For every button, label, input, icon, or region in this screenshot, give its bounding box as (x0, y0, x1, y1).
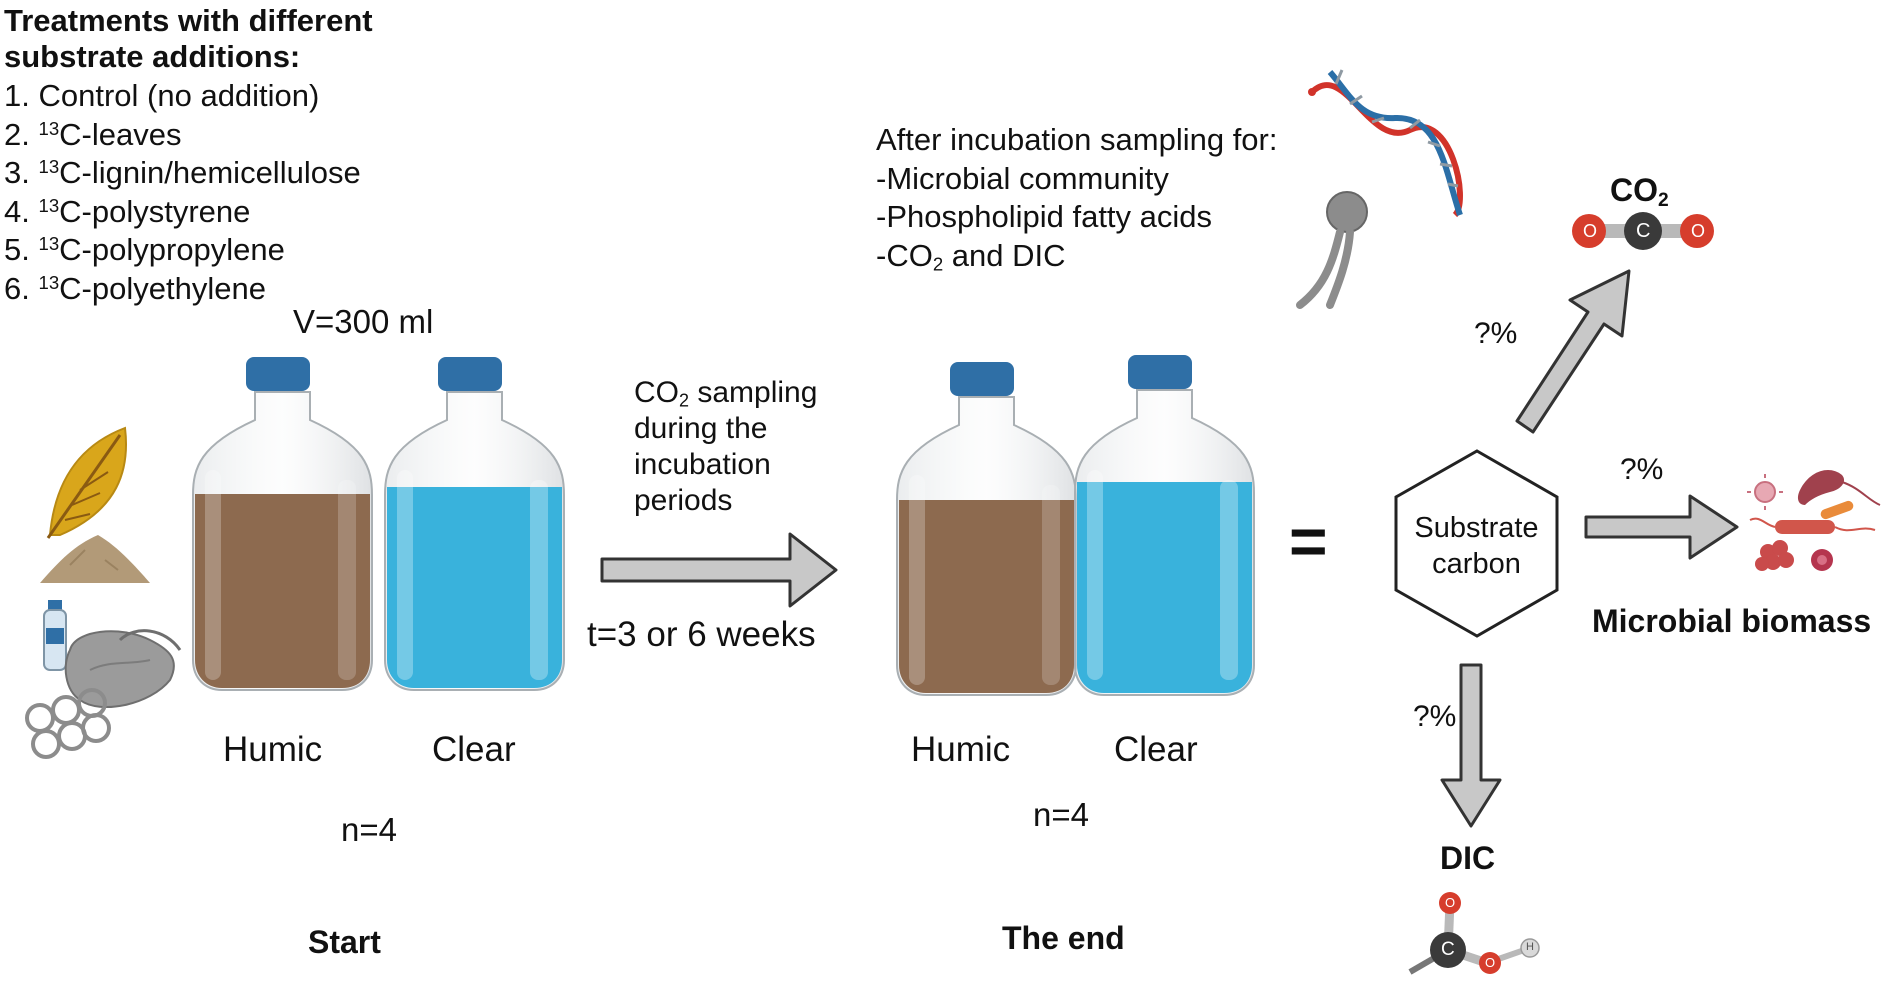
leaf-icon (46, 426, 127, 539)
volume-label: V=300 ml (293, 303, 434, 340)
co2-atom-c: C (1636, 220, 1651, 242)
co2-label: CO2 (1610, 172, 1669, 211)
co2-atom-o-right: O (1691, 221, 1706, 241)
end-n-label: n=4 (1033, 796, 1089, 833)
end-humic-label: Humic (911, 730, 1011, 769)
plastic-bag-icon (64, 629, 182, 708)
microbes-icon (1747, 470, 1881, 571)
start-humic-bottle (192, 357, 373, 691)
dic-atom-o-right: O (1485, 955, 1496, 970)
treatment-item: 6. 13C-polyethylene (4, 270, 266, 306)
biomass-arrow (1584, 494, 1739, 560)
sampling-text: After incubation sampling for: -Microbia… (876, 122, 1278, 275)
treatments-title-text: Treatments with different substrate addi… (4, 3, 373, 74)
co2-arrow (1515, 269, 1631, 434)
co2-molecule-icon (1572, 212, 1714, 250)
dic-arrow (1440, 663, 1502, 828)
dic-atom-h: H (1526, 941, 1534, 953)
substrate-carbon-label: Substrate carbon (1414, 512, 1539, 580)
treatment-list: 1. Control (no addition) 2. 13C-leaves 3… (4, 77, 361, 308)
dic-percent-label: ?% (1413, 700, 1457, 733)
incubation-time-label: t=3 or 6 weeks (587, 615, 816, 654)
co2-sampling-text: CO2 sampling during the incubation perio… (634, 376, 818, 517)
incubation-arrow (600, 532, 838, 608)
end-clear-label: Clear (1114, 730, 1198, 769)
start-humic-label: Humic (223, 730, 323, 769)
dic-molecule-icon (1408, 892, 1540, 975)
dic-label: DIC (1440, 840, 1496, 876)
treatment-item: 4. 13C-polystyrene (4, 193, 251, 229)
substrate-carbon-hexagon (1394, 449, 1559, 638)
biomass-percent-label: ?% (1620, 453, 1664, 486)
powder-pile-icon (40, 535, 150, 583)
plastic-bottle-icon (43, 600, 67, 671)
treatment-item: 5. 13C-polypropylene (4, 232, 285, 267)
dna-icon (1308, 69, 1463, 218)
end-humic-bottle (896, 362, 1077, 696)
start-clear-label: Clear (432, 730, 516, 769)
start-clear-bottle (384, 357, 565, 691)
dic-atom-c: C (1441, 939, 1455, 960)
treatment-item: 1. Control (no addition) (4, 78, 320, 113)
end-clear-bottle (1074, 355, 1255, 696)
start-label: Start (308, 924, 381, 960)
microbial-biomass-label: Microbial biomass (1592, 603, 1872, 639)
co2-percent-label: ?% (1474, 317, 1518, 350)
treatment-item: 3. 13C-lignin/hemicellulose (4, 155, 361, 190)
start-n-label: n=4 (341, 811, 397, 848)
co2-atom-o-left: O (1583, 221, 1598, 241)
six-pack-ring-icon (25, 688, 111, 759)
treatments-title: Treatments with different substrate addi… (4, 3, 424, 75)
end-label: The end (1002, 920, 1125, 956)
treatment-item: 2. 13C-leaves (4, 116, 182, 152)
dic-atom-o-top: O (1445, 895, 1456, 910)
equals-sign: = (1289, 504, 1328, 578)
phospholipid-icon (1296, 191, 1368, 309)
